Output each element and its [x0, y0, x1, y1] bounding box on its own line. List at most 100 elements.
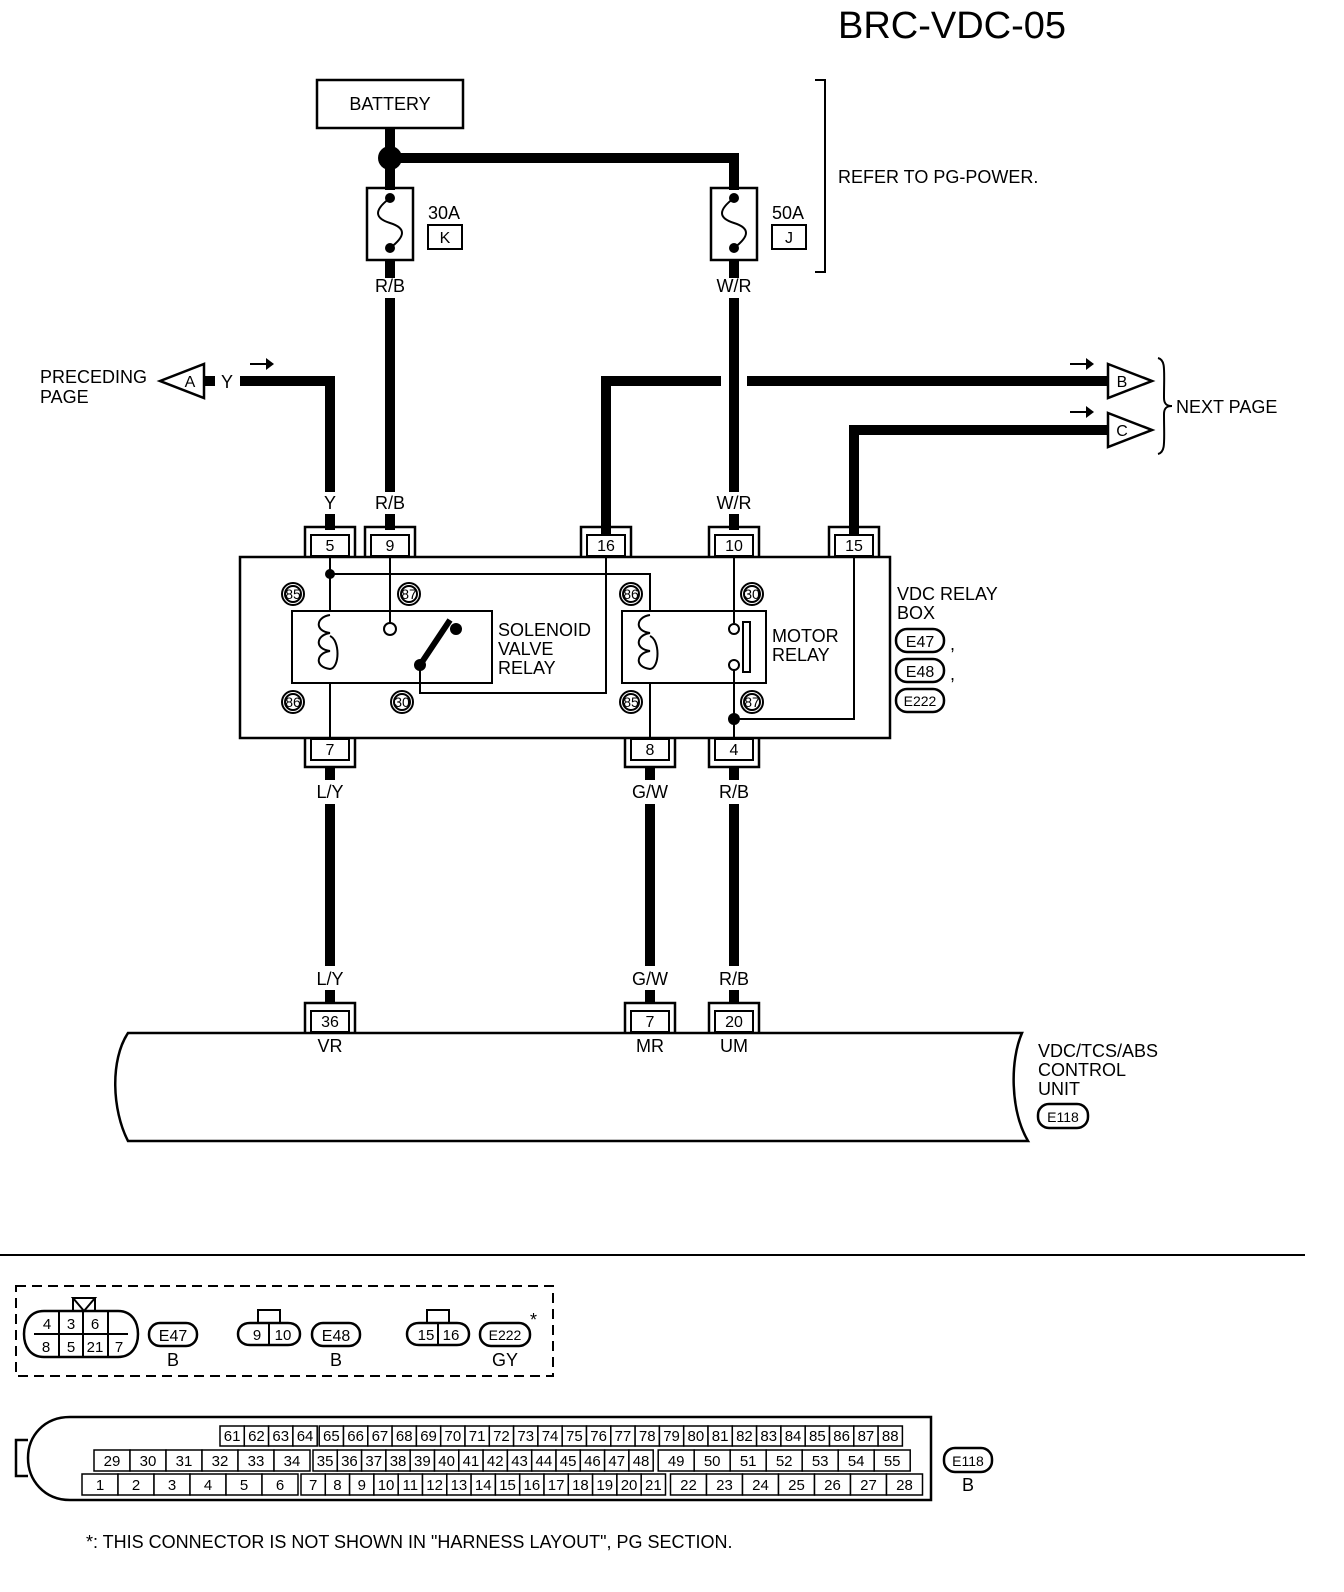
fuse-50a-code-box — [771, 224, 807, 250]
e118-pin-label: 31 — [176, 1453, 193, 1470]
preceding-label-1: PRECEDING — [40, 367, 147, 387]
relay-box-label-1: VDC RELAY — [897, 584, 998, 604]
term-30-motor: 30 — [740, 582, 764, 606]
motor-label-2: RELAY — [772, 645, 830, 665]
term-87-motor: 87 — [740, 690, 764, 714]
e118-pin-label: 25 — [788, 1477, 805, 1494]
svg-text:86: 86 — [285, 694, 301, 710]
e118-pin-label: 40 — [438, 1453, 455, 1470]
ecu-label-3: UNIT — [1038, 1079, 1080, 1099]
wire-label-ly-bottom: L/Y — [316, 969, 343, 989]
e118-pin-label: 18 — [572, 1477, 589, 1494]
wire-label-y-left: Y — [221, 372, 233, 392]
fuse-50a — [709, 186, 759, 262]
e118-pin-label: 19 — [596, 1477, 613, 1494]
connector-e118-body — [26, 1415, 933, 1502]
e118-pin-label: 87 — [858, 1428, 875, 1445]
e118-pin-label: 64 — [297, 1428, 314, 1445]
e118-pin-label: 36 — [341, 1453, 358, 1470]
svg-text:3: 3 — [67, 1316, 75, 1333]
e118-pin-cell — [877, 1425, 904, 1447]
e118-pin-label: 43 — [511, 1453, 528, 1470]
e118-pin-label: 9 — [358, 1477, 366, 1494]
e118-pin-label: 4 — [204, 1477, 212, 1494]
preceding-label-2: PAGE — [40, 387, 89, 407]
e118-pin-label: 55 — [884, 1453, 901, 1470]
e118-pin-label: 27 — [860, 1477, 877, 1494]
fuse-30a — [365, 186, 415, 262]
svg-text:9: 9 — [386, 538, 395, 555]
e222-star: * — [530, 1310, 537, 1330]
wire-label-gw-bottom: G/W — [632, 969, 668, 989]
relay-pin-4: 4 — [707, 738, 761, 769]
e118-pin-label: 45 — [560, 1453, 577, 1470]
connector-dashed-frame — [15, 1285, 554, 1377]
svg-text:16: 16 — [443, 1327, 460, 1344]
page-title: BRC-VDC-05 — [838, 5, 1066, 47]
svg-text:15: 15 — [418, 1327, 435, 1344]
next-tag-c: C — [1116, 423, 1128, 440]
e118-pin-cell — [873, 1449, 911, 1472]
e118-pin-label: 68 — [396, 1428, 413, 1445]
e118-pin-label: 69 — [420, 1428, 437, 1445]
e48-code: E48 — [322, 1328, 351, 1345]
fuse-30a-rating: 30A — [428, 203, 460, 223]
e118-pin-label: 82 — [736, 1428, 753, 1445]
ecu-body — [114, 1031, 1031, 1143]
e118-pin-label: 34 — [284, 1453, 301, 1470]
svg-text:4: 4 — [43, 1316, 51, 1333]
e118-pin-label: 1 — [96, 1477, 104, 1494]
e118-pin-label: 42 — [487, 1453, 504, 1470]
e118-pin-label: 65 — [323, 1428, 340, 1445]
e118-pin-label: 21 — [645, 1477, 662, 1494]
e222-code: E222 — [489, 1327, 522, 1343]
relay-box-comma-2: , — [950, 664, 955, 684]
e118-pin-label: 66 — [347, 1428, 364, 1445]
next-page-brace — [1157, 357, 1173, 455]
arrow-c-head — [1086, 406, 1094, 418]
e118-pin-label: 32 — [212, 1453, 229, 1470]
svg-text:36: 36 — [321, 1014, 339, 1031]
fuse-30a-code-box — [427, 224, 463, 250]
e118-pin-label: 20 — [621, 1477, 638, 1494]
ecu-code-badge — [1036, 1102, 1090, 1130]
ecu-label-1: VDC/TCS/ABS — [1038, 1041, 1158, 1061]
wire-sol-30-to-pin16 — [419, 557, 607, 694]
term-87-sol: 87 — [397, 582, 421, 606]
e118-pin-label: 41 — [463, 1453, 480, 1470]
svg-text:30: 30 — [394, 694, 410, 710]
e118-pin-label: 29 — [104, 1453, 121, 1470]
wire-label-wr: W/R — [717, 493, 752, 513]
e118-pin-label: 5 — [240, 1477, 248, 1494]
e118-pin-cell — [640, 1473, 667, 1496]
svg-text:10: 10 — [275, 1327, 292, 1344]
term-86-sol: 86 — [281, 690, 305, 714]
svg-text:4: 4 — [730, 742, 739, 759]
e118-pin-label: 81 — [712, 1428, 729, 1445]
vdc-relay-box — [238, 555, 892, 740]
e118-pin-label: 30 — [140, 1453, 157, 1470]
e118-pin-label: 73 — [517, 1428, 534, 1445]
ecu-term-um: UM — [720, 1036, 748, 1056]
e118-code: E118 — [952, 1453, 984, 1469]
e118-pin-label: 38 — [390, 1453, 407, 1470]
fuse-50a-rating: 50A — [772, 203, 804, 223]
e118-pin-cell — [292, 1425, 318, 1447]
relay-box-label-2: BOX — [897, 603, 935, 623]
e118-pin-label: 50 — [704, 1453, 721, 1470]
e118-pin-label: 37 — [365, 1453, 382, 1470]
svg-text:10: 10 — [725, 538, 743, 555]
e48-color: B — [330, 1350, 342, 1370]
connector-e47: 4 3 6 8 5 21 7 — [22, 1297, 140, 1359]
sol-switch-tip — [450, 623, 462, 635]
wire-label-wr-fuse: W/R — [717, 276, 752, 296]
e118-pin-label: 2 — [132, 1477, 140, 1494]
wire-label-rb: R/B — [375, 493, 405, 513]
ecu-pin-7: 7 — [623, 1001, 677, 1033]
svg-text:5: 5 — [326, 538, 335, 555]
wire-85-to-motor-coil — [330, 573, 651, 611]
ecu-label-2: CONTROL — [1038, 1060, 1126, 1080]
svg-text:15: 15 — [845, 538, 863, 555]
motor-coil — [637, 614, 659, 671]
relay-box-e47-badge — [894, 627, 946, 654]
